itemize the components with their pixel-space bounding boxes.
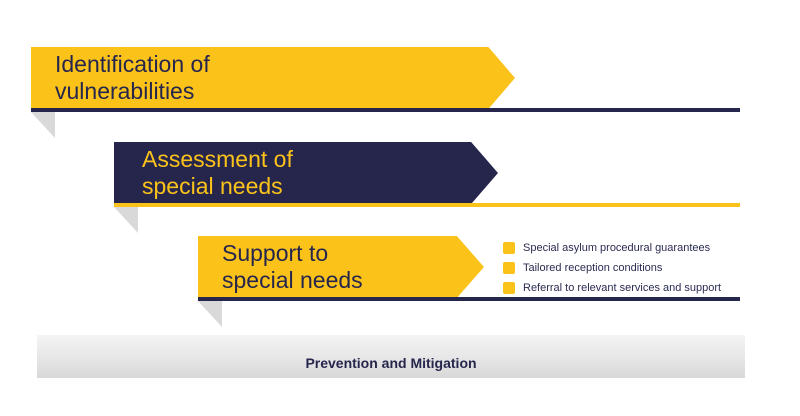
- list-item: Referral to relevant services and suppor…: [503, 278, 721, 298]
- step-3-rule: [198, 297, 740, 301]
- step-3-label: Support to special needs: [222, 240, 363, 293]
- step-3-arrow: Support to special needs: [198, 236, 484, 298]
- step-3-fold: [198, 301, 226, 327]
- bullet-square-icon: [503, 262, 515, 274]
- bullet-text: Special asylum procedural guarantees: [523, 242, 711, 254]
- list-item: Tailored reception conditions: [503, 258, 721, 278]
- footer-label: Prevention and Mitigation: [305, 354, 477, 371]
- bullet-square-icon: [503, 242, 515, 254]
- bullet-text: Referral to relevant services and suppor…: [523, 282, 722, 294]
- bullet-text: Tailored reception conditions: [523, 262, 663, 274]
- support-bullet-list: Special asylum procedural guarantees Tai…: [503, 238, 721, 298]
- list-item: Special asylum procedural guarantees: [503, 238, 721, 258]
- step-2-fold: [114, 207, 142, 233]
- step-2-rule: [114, 203, 740, 207]
- bullet-square-icon: [503, 282, 515, 294]
- step-1-fold: [31, 112, 59, 138]
- step-1-arrow: Identification of vulnerabilities: [31, 47, 515, 109]
- step-1-label: Identification of vulnerabilities: [55, 51, 210, 104]
- footer-bar: Prevention and Mitigation: [37, 335, 745, 378]
- step-1-rule: [31, 108, 740, 112]
- step-2-label: Assessment of special needs: [142, 146, 293, 199]
- step-2-arrow: Assessment of special needs: [114, 142, 498, 204]
